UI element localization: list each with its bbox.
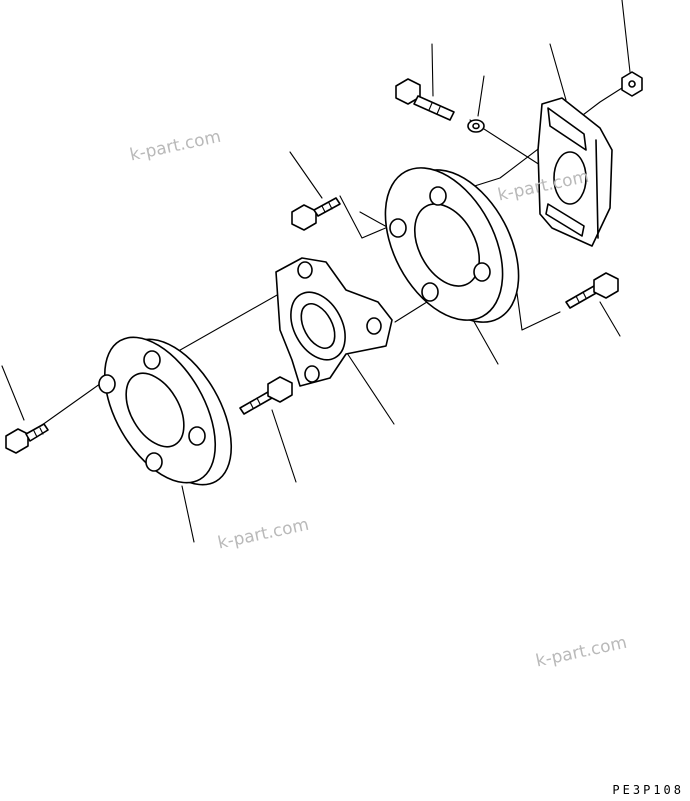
washer	[467, 119, 485, 133]
bolt-top	[395, 78, 455, 121]
bolt-right-lower	[565, 272, 619, 309]
clamp-block	[537, 97, 613, 247]
flange-left	[98, 336, 233, 486]
offset-bracket	[275, 257, 393, 387]
leader-lines	[1, 0, 631, 543]
drawing-code: PE3P108	[612, 783, 684, 797]
nut	[621, 71, 643, 97]
flange-right	[384, 167, 520, 323]
bolt-middle	[239, 376, 293, 415]
bolt-upper-middle	[291, 197, 341, 231]
bolt-left	[5, 423, 49, 454]
